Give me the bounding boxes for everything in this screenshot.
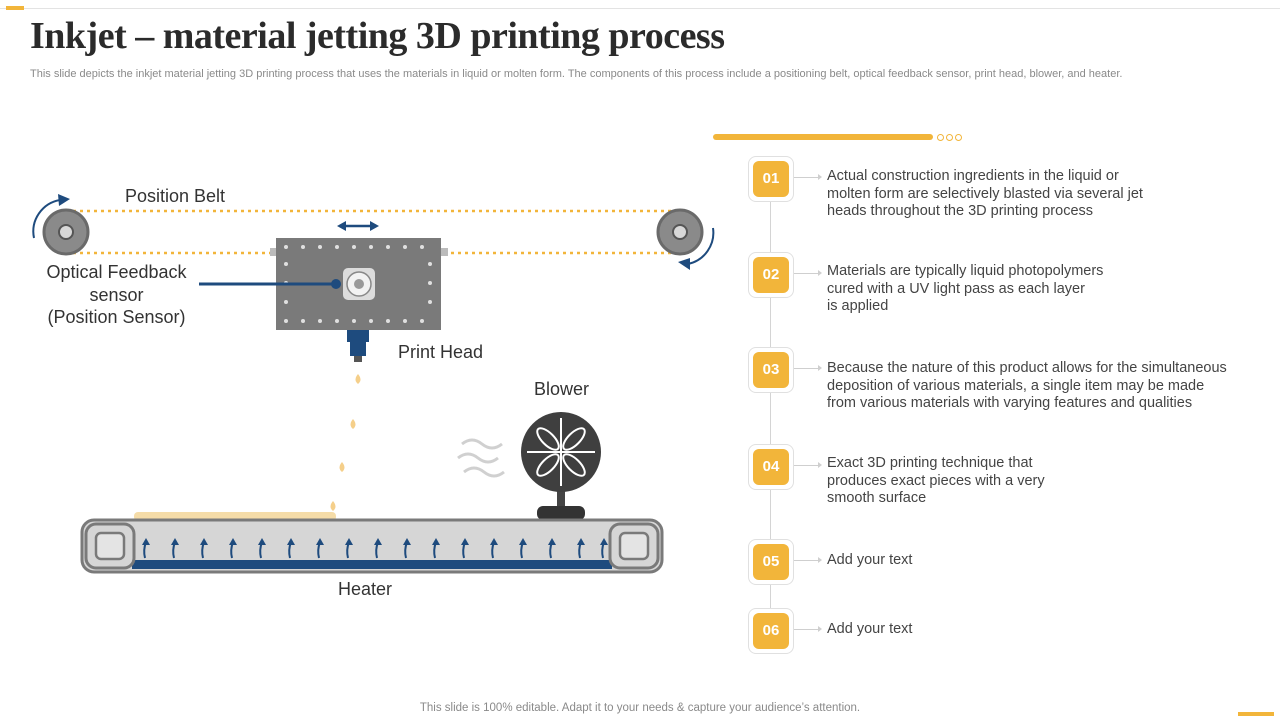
blower-fan-icon [457,412,601,520]
sensor-pointer [199,279,341,289]
page-subtitle: This slide depicts the inkjet material j… [30,68,1123,80]
step-connector-arrow-icon [794,174,822,180]
step-text: Exact 3D printing technique that produce… [827,455,1045,506]
step-badge-frame: 04 [748,444,794,490]
top-rule [0,8,1280,9]
step-badge-frame: 02 [748,252,794,298]
step-badge-frame: 01 [748,156,794,202]
step-number-badge: 04 [753,449,789,485]
page-title: Inkjet – material jetting 3D printing pr… [30,15,725,57]
step-text: Because the nature of this product allow… [827,360,1227,411]
step-number-badge: 05 [753,544,789,580]
timeline-line [770,160,771,645]
header-dot [937,134,944,141]
printing-diagram [32,194,715,574]
bottom-accent-bar [1238,712,1274,716]
step-connector-arrow-icon [794,270,822,276]
step-number-badge: 03 [753,352,789,388]
optical-sensor-label-line2: sensor [89,284,144,305]
step-connector-arrow-icon [794,462,822,468]
rotation-arrow-right-icon [678,227,715,270]
top-accent-bar [6,6,24,10]
step-badge-frame: 05 [748,539,794,585]
step-text: Add your text [827,552,913,568]
print-head-label: Print Head [398,342,484,362]
droplets [330,374,361,511]
position-belt-label: Position Belt [125,186,226,206]
left-roller [42,208,90,256]
optical-sensor-label-line1: Optical Feedback [46,262,187,282]
step-connector-arrow-icon [794,626,822,632]
heater-label: Heater [338,579,393,599]
steps-header-bar [713,134,933,140]
step-badge-frame: 03 [748,347,794,393]
footer-note: This slide is 100% editable. Adapt it to… [419,702,861,714]
step-badge-frame: 06 [748,608,794,654]
position-belt [66,209,680,255]
step-connector-arrow-icon [794,365,822,371]
step-text: Actual construction ingredients in the l… [827,168,1143,219]
step-number-badge: 01 [753,161,789,197]
optical-sensor-label: Optical Feedback sensor (Position Sensor… [34,261,199,329]
step-text: Materials are typically liquid photopoly… [827,263,1104,314]
step-number-badge: 06 [753,613,789,649]
step-connector-arrow-icon [794,557,822,563]
rotation-arrow-left-icon [32,194,70,239]
step-number-badge: 02 [753,257,789,293]
optical-sensor-label-line3: (Position Sensor) [47,307,186,327]
steps-header-dots [937,134,962,141]
heater-conveyor [80,518,664,574]
right-roller [656,208,704,256]
step-text: Add your text [827,621,913,637]
blower-label: Blower [534,379,590,399]
header-dot [946,134,953,141]
header-dot [955,134,962,141]
